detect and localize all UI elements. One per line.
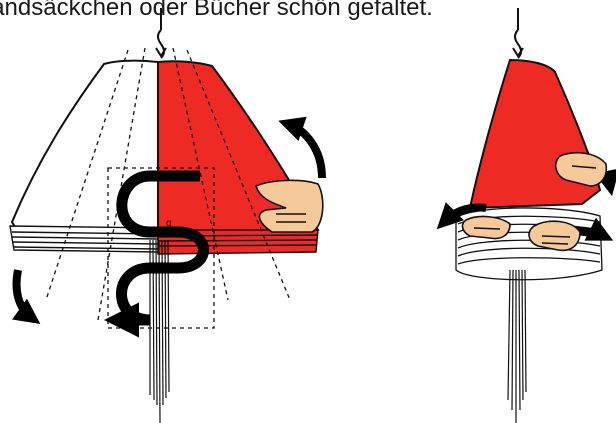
left-panel: g (10, 8, 323, 423)
right-panel (444, 8, 610, 423)
hanger-hook-icon (156, 8, 166, 58)
fabric-red-drape (470, 60, 600, 208)
hanger-hook-icon (513, 8, 523, 58)
fold-arrow-icon (17, 270, 32, 318)
rotate-arrow-icon (288, 124, 322, 178)
fabric-white-half (12, 61, 158, 232)
hanging-strands (508, 270, 526, 423)
hand-icon (529, 221, 580, 250)
hand-icon (463, 217, 510, 239)
